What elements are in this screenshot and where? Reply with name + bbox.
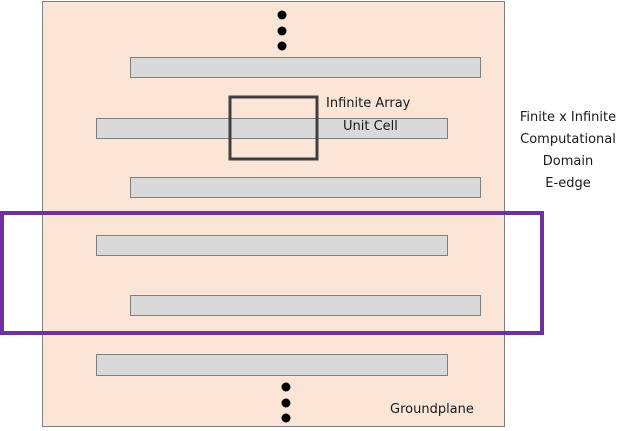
strip-2	[96, 118, 448, 139]
domain-label-line2: Computational	[520, 132, 616, 147]
computational-domain-box	[0, 211, 544, 335]
groundplane-label: Groundplane	[390, 402, 474, 417]
strip-5	[130, 295, 481, 316]
strip-1	[130, 57, 481, 78]
domain-label-line4: E-edge	[545, 176, 591, 191]
computational-domain-label: Finite x Infinite Computational Domain E…	[506, 107, 630, 195]
strip-6	[96, 354, 448, 376]
ellipsis-vertical-top-icon	[277, 10, 287, 51]
strip-4	[96, 235, 448, 256]
ellipsis-vertical-bottom-icon	[281, 382, 291, 423]
unit-cell-label-line1: Infinite Array	[326, 96, 411, 111]
domain-label-line3: Domain	[542, 154, 594, 169]
unit-cell-box	[228, 95, 319, 161]
strip-3	[130, 177, 481, 198]
domain-label-line1: Finite x Infinite	[519, 110, 617, 125]
unit-cell-label-line2: Unit Cell	[343, 119, 398, 134]
